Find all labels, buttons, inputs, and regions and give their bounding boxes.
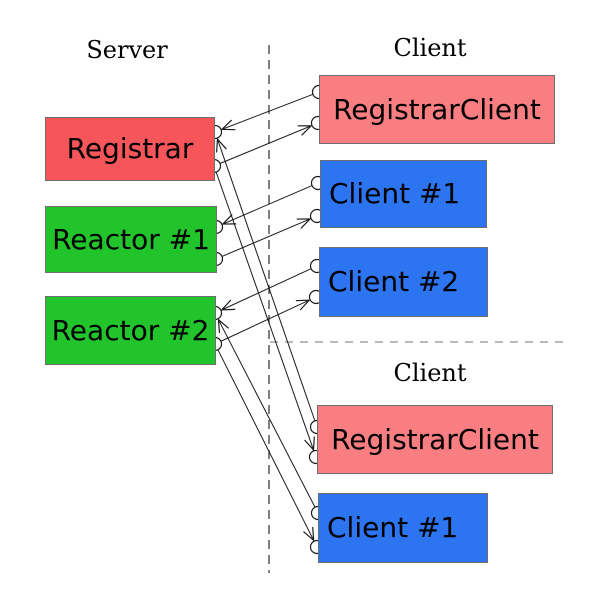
message-arrow-client1b.p1-to-reactor2.p1 [218,320,316,508]
client-section-title-bottom: Client [393,359,467,387]
box-client-1: Client #1 [320,160,487,228]
box-reactor-2: Reactor #2 [45,296,216,365]
message-arrow-client2.p1-to-reactor2.p1 [222,268,312,310]
message-arrow-registrar.p2-to-registrarclient2.p2 [215,171,313,450]
box-client-1b: Client #1 [318,493,488,563]
box-registrar-client-2: RegistrarClient [317,405,553,474]
server-section-title: Server [86,36,168,64]
box-client-2-label: Client #2 [328,265,460,298]
message-arrow-reactor2.p2-to-client1b.p2 [217,349,314,540]
box-registrar: Registrar [45,117,215,181]
message-arrow-client1.p1-to-reactor1.p1 [223,185,313,224]
message-arrow-registrarclient2.p1-to-registrar.p1 [217,139,316,422]
message-arrow-reactor1.p2-to-client1.p2 [221,219,310,257]
box-reactor-1: Reactor #1 [45,206,217,273]
message-arrow-registrar.p2-to-registrarclient1.p2 [219,126,311,164]
box-registrar-label: Registrar [66,132,194,165]
box-client-1b-label: Client #1 [327,511,459,544]
box-registrar-client-1: RegistrarClient [319,75,555,144]
box-registrar-client-1-label: RegistrarClient [333,92,541,126]
message-arrow-registrarclient1.p1-to-registrar.p1 [222,93,314,129]
box-reactor-2-label: Reactor #2 [51,313,210,347]
box-reactor-1-label: Reactor #1 [52,222,210,256]
message-arrow-reactor2.p2-to-client2.p2 [220,300,309,342]
box-client-1-label: Client #1 [329,177,461,210]
client-section-title-top: Client [393,34,467,62]
box-registrar-client-2-label: RegistrarClient [331,422,539,456]
box-client-2: Client #2 [319,247,488,317]
